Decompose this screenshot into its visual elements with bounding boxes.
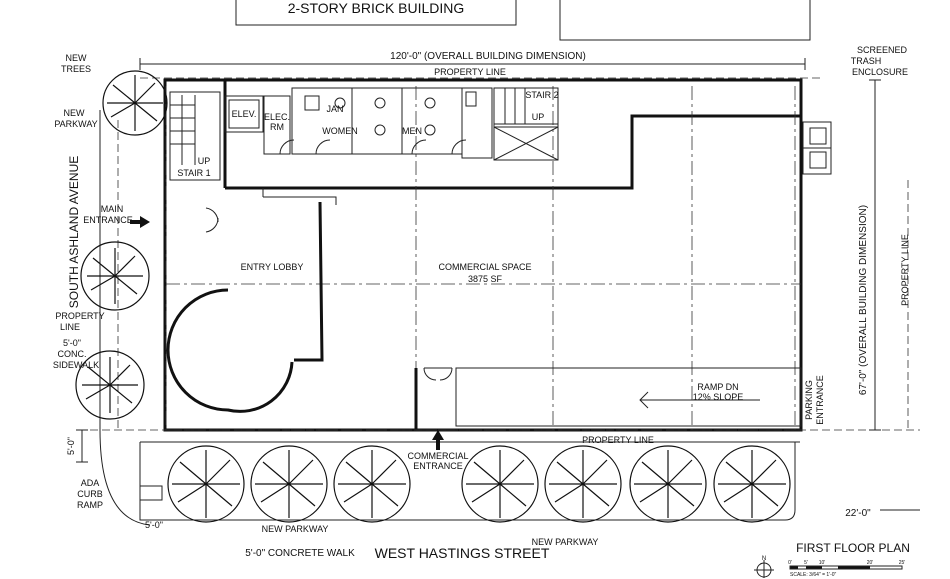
scale-tick-0: 0' (788, 560, 792, 566)
street-bottom-label: WEST HASTINGS STREET (375, 545, 550, 561)
neighbor-buildings (235, 0, 811, 41)
elevator-label: ELEV. (232, 109, 257, 119)
property-line-top-label: PROPERTY LINE (434, 67, 506, 77)
sidewalk-label-2: CONC. (58, 349, 87, 359)
main-entrance-label-1: MAIN (101, 204, 124, 214)
elec-rm-label-1: ELEC. (264, 112, 290, 122)
stair1-up-label: UP (198, 156, 211, 166)
women-restroom-label: WOMEN (322, 126, 358, 136)
trash-enclosure (802, 121, 832, 175)
trash-label-2: TRASH (851, 56, 882, 66)
new-parkway-bottom-right-label: NEW PARKWAY (532, 537, 599, 547)
svg-text:ELEC.RM: ELEC.RM (264, 112, 290, 132)
stair2-label: STAIR 2 (525, 90, 558, 100)
overall-width-dimension (139, 58, 806, 70)
new-trees-label-2: TREES (61, 64, 91, 74)
commercial-entrance-label-1: COMMERCIAL (407, 451, 468, 461)
main-entrance-label-2: ENTRANCE (83, 215, 133, 225)
svg-text:PARKINGENTRANCE: PARKINGENTRANCE (804, 375, 825, 425)
property-line-right-label: PROPERTY LINE (900, 234, 910, 306)
parking-ramp-walls (414, 367, 802, 430)
north-arrow-icon (754, 560, 774, 578)
site-lines (90, 110, 920, 526)
parking-entrance-label-1: PARKING (804, 380, 814, 420)
ada-label-1: ADA (81, 478, 100, 488)
svg-text:5'-0"CONC.SIDEWALK: 5'-0"CONC.SIDEWALK (53, 338, 99, 370)
ada-label-2: CURB (77, 489, 103, 499)
trash-label-3: ENCLOSURE (852, 67, 908, 77)
elec-rm-label-2: RM (270, 122, 284, 132)
new-parkway-left-1: NEW (64, 108, 86, 118)
stair1-label: STAIR 1 (177, 168, 210, 178)
sidewalk-label-3: SIDEWALK (53, 360, 99, 370)
plan-title: FIRST FLOOR PLAN (796, 541, 910, 555)
north-label: N (762, 556, 766, 562)
trees-bottom-2 (250, 445, 791, 523)
trees-bottom (167, 445, 245, 523)
street-left-label: SOUTH ASHLAND AVENUE (67, 156, 81, 308)
trash-label-1: SCREENED (857, 45, 908, 55)
ada-label-3: RAMP (77, 500, 103, 510)
sidewalk-label-1: 5'-0" (63, 338, 81, 348)
men-restroom-label: MEN (402, 126, 422, 136)
new-trees-label-1: NEW (66, 53, 88, 63)
entry-lobby-label: ENTRY LOBBY (241, 262, 304, 272)
core-rooms (169, 87, 559, 181)
dim-22ft-label: 22'-0" (845, 508, 871, 519)
concrete-walk-label: 5'-0" CONCRETE WALK (245, 548, 355, 559)
dim-5ft-vertical-label: 5'-0" (66, 437, 76, 455)
overall-depth-label: 67'-0" (OVERALL BUILDING DIMENSION) (858, 205, 869, 395)
scale-tick-4: 25' (899, 560, 906, 566)
commercial-entrance-arrow (432, 430, 444, 450)
scale-tick-1: 5' (804, 560, 808, 566)
scale-tick-3: 20' (867, 560, 874, 566)
new-parkway-left-2: PARKWAY (54, 119, 97, 129)
neighbor-building-label: 2-STORY BRICK BUILDING (288, 0, 465, 16)
parking-entrance-label-2: ENTRANCE (815, 375, 825, 425)
property-line-left-1: PROPERTY (55, 311, 104, 321)
janitor-label: JAN (326, 104, 343, 114)
commercial-area-label: 3875 SF (468, 274, 503, 284)
ramp-label-1: RAMP DN (697, 382, 738, 392)
structural-grid (165, 86, 801, 431)
main-entrance-arrow (130, 216, 150, 228)
overall-width-label: 120'-0" (OVERALL BUILDING DIMENSION) (390, 51, 586, 62)
scale-tick-2: 10' (819, 560, 826, 566)
scale-bar (789, 565, 903, 570)
overall-depth-dimension (869, 79, 881, 431)
commercial-entrance-label-2: ENTRANCE (413, 461, 463, 471)
property-line-left-2: LINE (60, 322, 80, 332)
scale-label: SCALE: 3/64" = 1'-0" (790, 572, 837, 578)
ramp-label-2: 12% SLOPE (693, 392, 744, 402)
trees-left (75, 70, 168, 420)
entry-lobby-walls (166, 188, 337, 413)
property-line-bottom-label: PROPERTY LINE (582, 435, 654, 445)
dim-5ft-vertical-line (76, 429, 88, 463)
dim-5ft-bottom-label: 5'-0" (145, 520, 163, 530)
new-parkway-bottom-left-label: NEW PARKWAY (262, 524, 329, 534)
stair2-up-label: UP (532, 112, 545, 122)
commercial-space-label: COMMERCIAL SPACE (438, 262, 531, 272)
